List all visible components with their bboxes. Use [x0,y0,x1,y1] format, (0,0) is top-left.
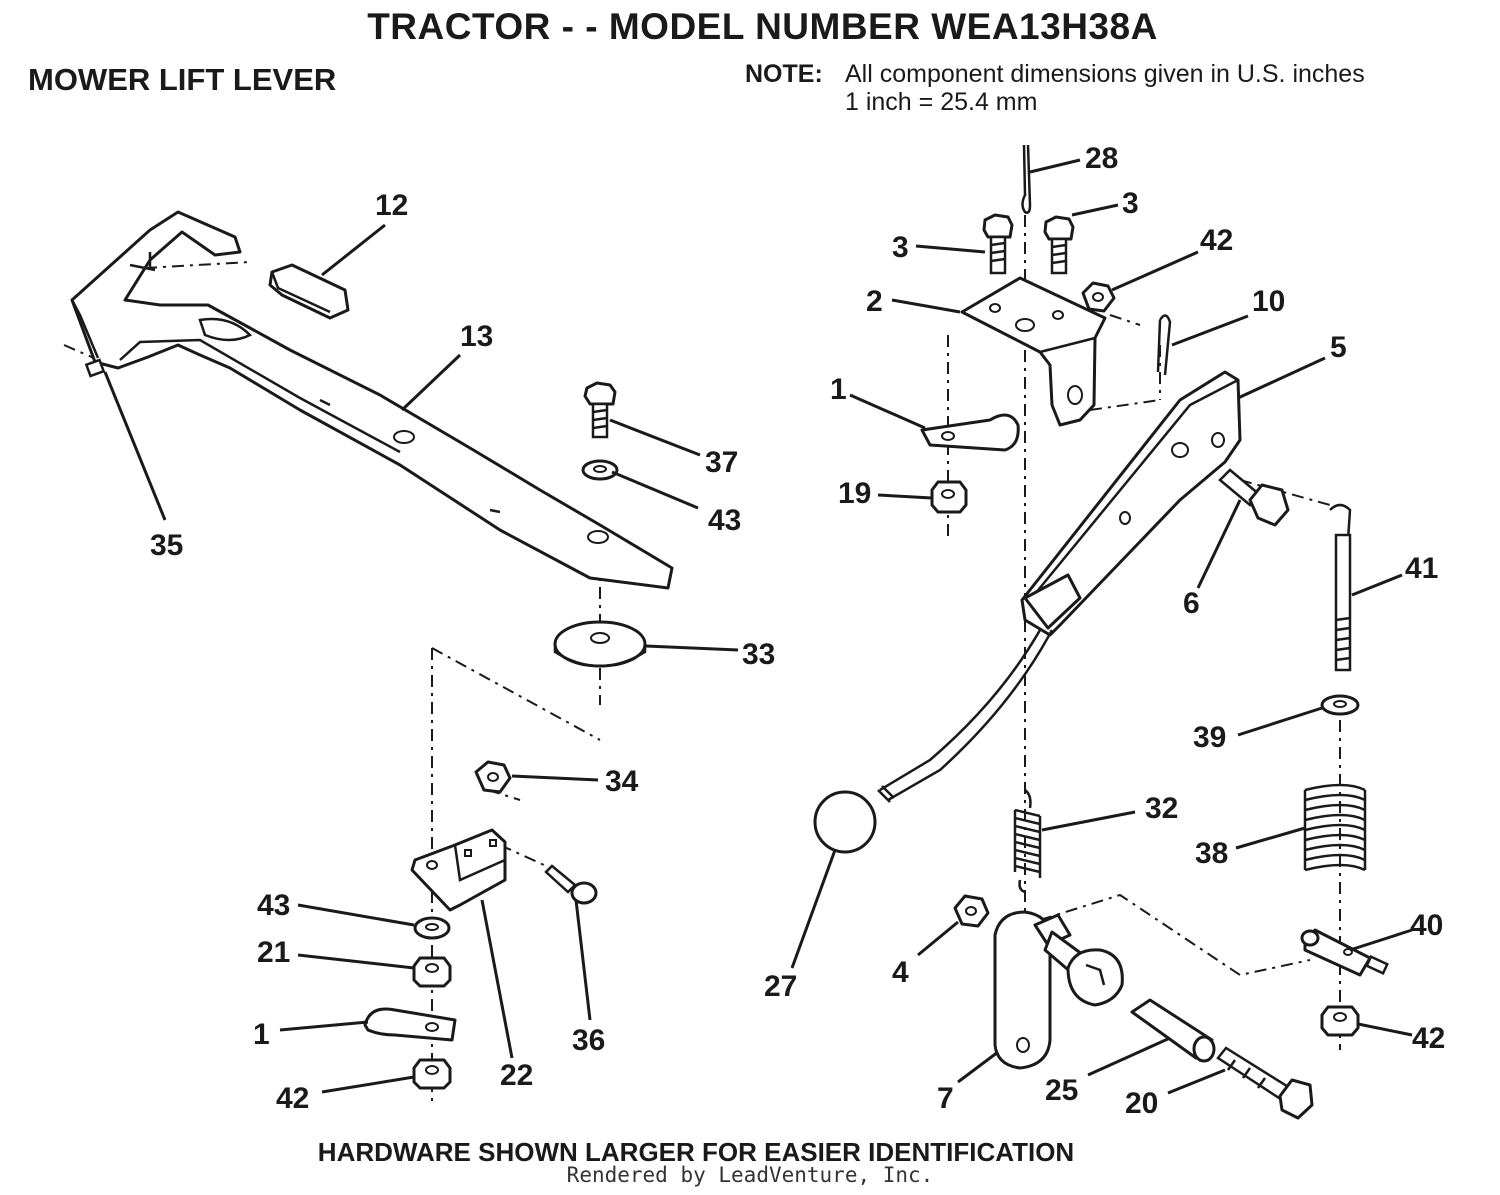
part-3-bolt-right [1043,215,1075,275]
callout-13: 13 [460,320,493,353]
callout-39: 39 [1193,721,1226,754]
callout-22: 22 [500,1059,533,1092]
part-37-bolt [583,381,617,439]
part-20-bolt [1216,1046,1314,1120]
part-40-pivot [1300,928,1389,977]
part-6-bolt [1218,468,1290,527]
callout-2: 2 [866,285,883,318]
part-25-sleeve [1130,998,1216,1063]
note-dimensions: All component dimensions given in U.S. i… [845,60,1365,88]
right-assembly [813,144,1389,1120]
part-42-nut-lower-left [412,1058,452,1090]
part-1-clip-upper [920,413,1020,452]
callout-12: 12 [375,189,408,222]
rendered-by-credit: Rendered by LeadVenture, Inc. [566,1163,934,1187]
callout-42-lower-left: 42 [276,1082,309,1115]
diagram-title: TRACTOR - - MODEL NUMBER WEA13H38A [367,6,1158,47]
callout-37: 37 [705,446,738,479]
part-41-lift-rod [1329,503,1352,672]
callout-numbers: 12 13 35 37 43 33 34 43 21 1 42 22 36 28… [150,142,1445,1120]
note-label: NOTE: [745,60,823,88]
callout-38: 38 [1195,837,1228,870]
callout-21: 21 [257,936,290,969]
part-42-nut-lower-right [1320,1005,1360,1037]
part-27-knob-and-rod [813,629,1054,854]
callout-42-lower-right: 42 [1412,1022,1445,1055]
part-21-nut [412,956,452,988]
callout-36: 36 [572,1024,605,1057]
callout-1-lower: 1 [253,1018,270,1051]
part-43-washer-lower [413,916,451,940]
part-32-extension-spring [1013,788,1042,894]
part-3-bolt-left [982,213,1014,275]
part-2-bracket [960,276,1107,427]
part-33-flat-washer [553,620,647,668]
callout-3-right: 3 [1122,187,1139,220]
callout-41: 41 [1405,552,1438,585]
callout-42-upper: 42 [1200,224,1233,257]
callout-35: 35 [150,529,183,562]
part-13-lift-lever [70,210,674,590]
part-43-washer-upper [581,459,619,481]
callout-25: 25 [1045,1074,1078,1107]
callout-3-left: 3 [892,231,909,264]
part-5-lever-arm [1020,370,1242,637]
callout-34: 34 [605,765,639,798]
part-4-nut [953,894,990,928]
callout-5: 5 [1330,331,1347,364]
callout-10: 10 [1252,285,1285,318]
callout-4: 4 [892,956,909,989]
callout-40: 40 [1410,909,1443,942]
part-36-carriage-bolt [544,864,598,905]
part-39-washer [1320,694,1360,716]
part-19-nut [930,480,968,514]
callout-28: 28 [1085,142,1118,175]
callout-20: 20 [1125,1087,1158,1120]
callout-27: 27 [764,970,797,1003]
part-7-lift-plate [993,910,1124,1070]
callout-43-upper: 43 [708,504,741,537]
callout-6: 6 [1183,587,1200,620]
section-title: MOWER LIFT LEVER [28,62,337,97]
callout-33: 33 [742,638,775,671]
leader-lines [103,158,1413,1095]
callout-32: 32 [1145,792,1178,825]
note-conversion: 1 inch = 25.4 mm [845,88,1038,116]
left-assembly [63,210,674,1105]
part-1-clip-lower [363,1007,457,1042]
callout-1-upper: 1 [830,373,847,406]
callout-43-lower: 43 [257,889,290,922]
part-34-nut [474,760,512,794]
part-42-nut-upper [1081,281,1116,313]
part-38-compression-spring [1303,783,1367,872]
callout-19: 19 [838,477,871,510]
part-35-pin [84,358,106,378]
part-22-bracket [410,828,507,912]
part-12-grip [268,263,350,320]
part-28-cotter-pin [1021,144,1032,214]
part-10-cotter-pin [1156,314,1172,376]
callout-7: 7 [937,1082,954,1115]
hardware-note: HARDWARE SHOWN LARGER FOR EASIER IDENTIF… [317,1137,1075,1167]
